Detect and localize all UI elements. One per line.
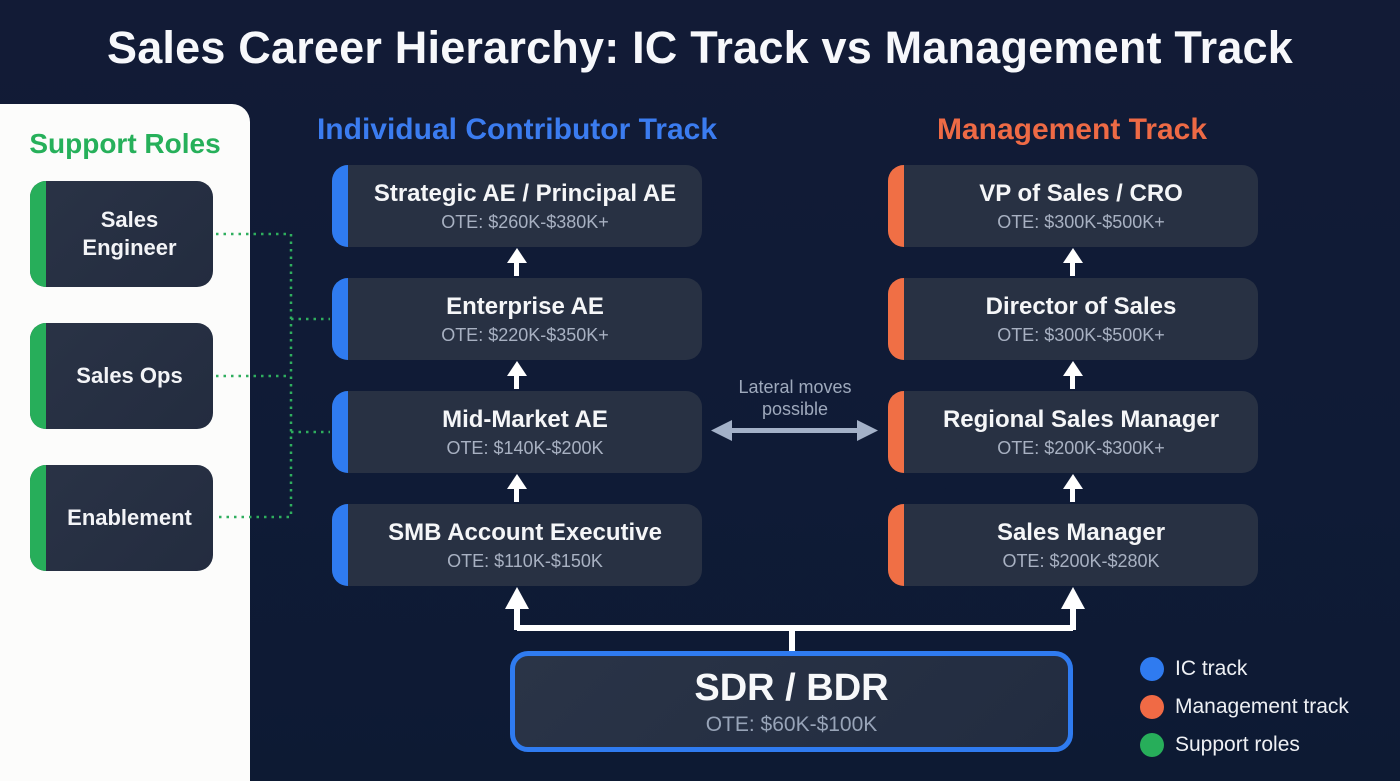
role-ote: OTE: $260K-$380K+ [441,211,609,232]
support-color-bar [30,181,46,287]
ic-role-strategic-ae: Strategic AE / Principal AE OTE: $260K-$… [332,165,702,247]
ic-role-enterprise-ae: Enterprise AE OTE: $220K-$350K+ [332,278,702,360]
support-role-label: Enablement [67,505,192,530]
ic-color-bar [332,278,348,360]
role-name: Sales Manager [996,518,1166,546]
role-ote: OTE: $220K-$350K+ [441,324,609,345]
role-ote: OTE: $200K-$300K+ [997,437,1165,458]
role-name: Enterprise AE [446,292,604,320]
legend-item-management: Management track [1140,688,1349,726]
support-role-label: Sales Ops [76,363,183,388]
management-color-bar [888,391,904,473]
role-ote: OTE: $200K-$280K [1002,550,1160,571]
support-color-bar [30,323,46,429]
mgmt-role-director: Director of Sales OTE: $300K-$500K+ [888,278,1258,360]
mgmt-role-sales-manager: Sales Manager OTE: $200K-$280K [888,504,1258,586]
management-color-bar [888,504,904,586]
role-name: VP of Sales / CRO [979,179,1183,207]
entry-role-sdr-bdr: SDR / BDR OTE: $60K-$100K [510,651,1073,752]
role-ote: OTE: $140K-$200K [446,437,604,458]
role-name: Mid-Market AE [442,405,608,433]
ic-track-title: Individual Contributor Track [316,113,718,146]
orange-dot-icon [1140,695,1164,719]
legend: IC track Management track Support roles [1140,650,1349,764]
ic-role-mid-market-ae: Mid-Market AE OTE: $140K-$200K [332,391,702,473]
management-color-bar [888,278,904,360]
role-name: SMB Account Executive [388,518,662,546]
support-role-sales-engineer: Sales Engineer [30,181,213,287]
legend-label: Support roles [1175,733,1300,756]
entry-branch-arrows [505,587,1085,651]
legend-label: IC track [1175,657,1248,680]
management-track-title: Management Track [936,113,1208,146]
ic-color-bar [332,504,348,586]
support-roles-title: Support Roles [29,128,221,159]
management-color-bar [888,165,904,247]
green-dot-icon [1140,733,1164,757]
role-ote: OTE: $60K-$100K [705,712,878,736]
role-name: Regional Sales Manager [942,405,1220,433]
role-ote: OTE: $110K-$150K [447,550,603,571]
legend-item-support: Support roles [1140,726,1349,764]
role-ote: OTE: $300K-$500K+ [997,211,1165,232]
legend-label: Management track [1175,695,1349,718]
ic-color-bar [332,165,348,247]
role-ote: OTE: $300K-$500K+ [997,324,1165,345]
role-name: SDR / BDR [694,666,889,709]
legend-item-ic: IC track [1140,650,1349,688]
blue-dot-icon [1140,657,1164,681]
role-name: Director of Sales [985,292,1177,320]
support-role-sales-ops: Sales Ops [30,323,213,429]
support-color-bar [30,465,46,571]
support-role-enablement: Enablement [30,465,213,571]
ic-color-bar [332,391,348,473]
ic-role-smb-ae: SMB Account Executive OTE: $110K-$150K [332,504,702,586]
lateral-moves-label: Lateral moves possible [738,377,852,419]
role-name: Strategic AE / Principal AE [373,179,677,207]
page-title: Sales Career Hierarchy: IC Track vs Mana… [106,22,1294,73]
support-role-label: Sales Engineer [82,207,177,260]
mgmt-role-regional-manager: Regional Sales Manager OTE: $200K-$300K+ [888,391,1258,473]
mgmt-role-vp-cro: VP of Sales / CRO OTE: $300K-$500K+ [888,165,1258,247]
lateral-double-arrow [711,420,878,441]
